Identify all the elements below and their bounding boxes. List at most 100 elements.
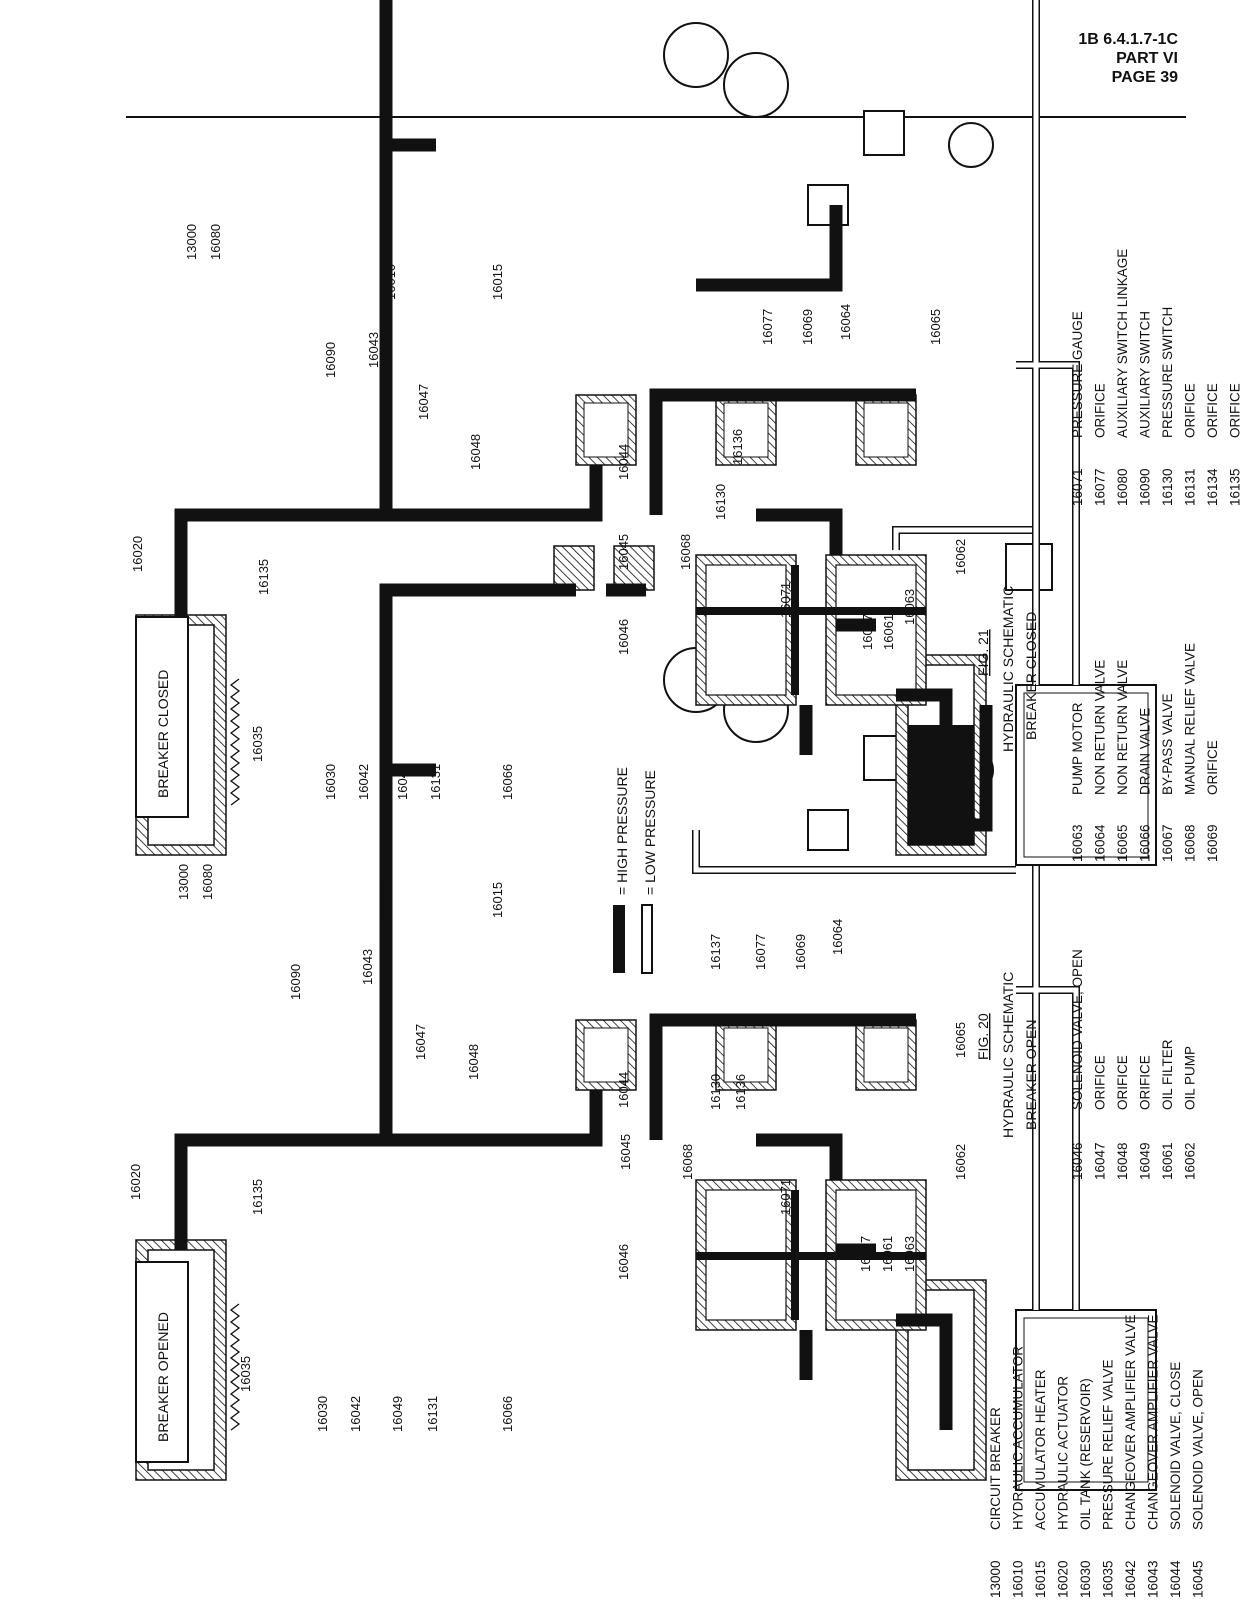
part-number-16090: 16090: [1138, 468, 1153, 506]
part-number-16134: 16134: [1205, 468, 1220, 506]
label-16069: 16069: [793, 934, 808, 970]
part-number-16069: 16069: [1205, 824, 1220, 862]
label-16044: 16044: [616, 1072, 631, 1108]
label-16042: 16042: [348, 1396, 363, 1432]
part-description-16020: HYDRAULIC ACTUATOR: [1056, 1376, 1071, 1530]
label-16030-fig21: 16030: [323, 764, 338, 800]
label-16130: 16130: [708, 1074, 723, 1110]
part-description-16010: HYDRAULIC ACCUMULATOR: [1011, 1346, 1026, 1530]
label-16020: 16020: [128, 1164, 143, 1200]
label-16131: 16131: [425, 1396, 440, 1432]
part-description-16065: NON RETURN VALVE: [1115, 660, 1130, 795]
part-number-16049: 16049: [1138, 1142, 1153, 1180]
label-16080-fig21: 16080: [208, 224, 223, 260]
part-description-16063: PUMP MOTOR: [1070, 702, 1085, 795]
label-16077-fig21: 16077: [760, 309, 775, 345]
part-number-16047: 16047: [1093, 1142, 1108, 1180]
part-description-16090: AUXILIARY SWITCH: [1138, 311, 1153, 438]
label-16135-fig21: 16135: [256, 559, 271, 595]
part-number-16020: 16020: [1056, 1560, 1071, 1598]
part-number-16010: 16010: [1011, 1560, 1026, 1598]
part-number-16030: 16030: [1078, 1560, 1093, 1598]
label-16020-fig21: 16020: [130, 536, 145, 572]
part-description-16080: AUXILIARY SWITCH LINKAGE: [1115, 249, 1130, 438]
fig21-title-line1: HYDRAULIC SCHEMATIC: [1000, 586, 1016, 752]
part-number-16015: 16015: [1033, 1560, 1048, 1598]
part-description-16046: SOLENOID VALVE, OPEN: [1070, 949, 1085, 1110]
part-description-16048: ORIFICE: [1115, 1055, 1130, 1110]
label-16061: 16061: [880, 1236, 895, 1272]
label-16065-fig21: 16065: [928, 309, 943, 345]
label-16131-fig21: 16131: [428, 764, 443, 800]
label-16047: 16047: [413, 1024, 428, 1060]
part-description-16043: CHANGEOVER AMPLIFIER VALVE: [1146, 1314, 1161, 1530]
part-number-16135: 16135: [1228, 468, 1243, 506]
part-number-16065: 16065: [1115, 824, 1130, 862]
part-description-16049: ORIFICE: [1138, 1055, 1153, 1110]
label-16048-fig21: 16048: [468, 434, 483, 470]
part-number-16067: 16067: [1160, 824, 1175, 862]
part-description-16071: PRESSURE GAUGE: [1070, 311, 1085, 438]
label-16043: 16043: [360, 949, 375, 985]
label-16067: 16067: [858, 1236, 873, 1272]
part-number-16043: 16043: [1146, 1560, 1161, 1598]
part-number-16042: 16042: [1123, 1560, 1138, 1598]
label-16062-fig21: 16062: [953, 539, 968, 575]
high-pressure-label: = HIGH PRESSURE: [614, 767, 630, 895]
part-number-16035: 16035: [1101, 1560, 1116, 1598]
label-16130-fig21: 16130: [713, 484, 728, 520]
fig20-number: FIG. 20: [975, 1013, 991, 1060]
label-16030: 16030: [315, 1396, 330, 1432]
label-16035-fig21: 16035: [250, 726, 265, 762]
page-header: 1B 6.4.1.7-1C PART VI PAGE 39: [1078, 30, 1178, 87]
fig20-schematic: [135, 526, 1157, 1491]
label-16066: 16066: [500, 1396, 515, 1432]
part-description-16134: ORIFICE: [1205, 383, 1220, 438]
label-16137: 16137: [708, 934, 723, 970]
part-number-16130: 16130: [1160, 468, 1175, 506]
part-number-16063: 16063: [1070, 824, 1085, 862]
part-description-16064: NON RETURN VALVE: [1093, 660, 1108, 795]
part-description-13000: CIRCUIT BREAKER: [988, 1407, 1003, 1530]
part-description-16077: ORIFICE: [1093, 383, 1108, 438]
fig21-title-line2: BREAKER CLOSED: [1023, 612, 1039, 740]
part-description-16068: MANUAL RELIEF VALVE: [1183, 643, 1198, 795]
label-16069-fig21: 16069: [800, 309, 815, 345]
part-description-16047: ORIFICE: [1093, 1055, 1108, 1110]
label-16045: 16045: [618, 1134, 633, 1170]
page-number: PAGE 39: [1111, 69, 1178, 86]
part-number-16045: 16045: [1191, 1560, 1206, 1598]
fig20-title-line1: HYDRAULIC SCHEMATIC: [1000, 972, 1016, 1138]
label-16066-fig21: 16066: [500, 764, 515, 800]
fig20-title-line2: BREAKER OPEN: [1023, 1020, 1039, 1130]
part-description-16066: DRAIN VALVE: [1138, 708, 1153, 795]
part-number-16066: 16066: [1138, 824, 1153, 862]
label-16062: 16062: [953, 1144, 968, 1180]
parts-list: 13000 CIRCUIT BREAKER 16010 HYDRAULIC ACCUM…: [988, 249, 1252, 1598]
part-number-16080: 16080: [1115, 468, 1130, 506]
part-number: PART VI: [1116, 50, 1178, 67]
fig21-number: FIG. 21: [975, 629, 991, 676]
doc-number: 1B 6.4.1.7-1C: [1078, 31, 1178, 48]
label-16064: 16064: [830, 919, 845, 955]
part-number-13000: 13000: [988, 1560, 1003, 1598]
part-number-16136: 16136: [1250, 468, 1252, 506]
label-16010-fig21: 16010: [383, 264, 398, 300]
part-description-16035: PRESSURE RELIEF VALVE: [1101, 1359, 1116, 1530]
label-16043-fig21: 16043: [366, 332, 381, 368]
label-16042-fig21: 16042: [356, 764, 371, 800]
label-16136: 16136: [733, 1074, 748, 1110]
fig21-labels: 13000 16080 16010 16015 16020 16135 1603…: [130, 224, 968, 800]
label-16047-fig21: 16047: [416, 384, 431, 420]
part-description-16130: PRESSURE SWITCH: [1160, 307, 1175, 438]
label-16080: 16080: [200, 864, 215, 900]
label-16046: 16046: [616, 1244, 631, 1280]
part-number-16071: 16071: [1070, 468, 1085, 506]
label-16010: 16010: [378, 882, 393, 918]
pressure-legend: = HIGH PRESSURE = LOW PRESSURE: [613, 767, 658, 974]
label-16067-fig21: 16067: [860, 614, 875, 650]
label-16090: 16090: [288, 964, 303, 1000]
label-16048: 16048: [466, 1044, 481, 1080]
part-description-16135: ORIFICE: [1228, 383, 1243, 438]
